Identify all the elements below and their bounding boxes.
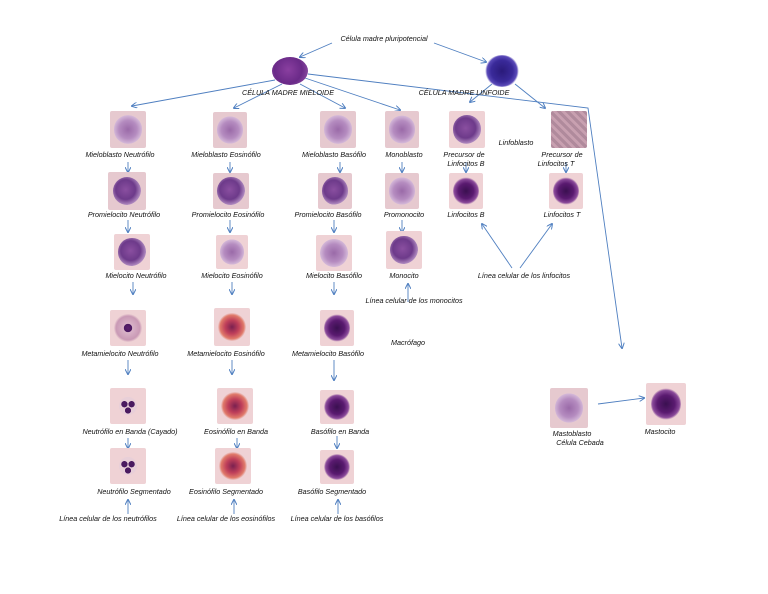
label-linfocitos-b: Linfocitos B (447, 210, 485, 219)
label-mielocito-eosinofilo: Mielocito Eosinófilo (201, 271, 263, 280)
label-precursor-t-1: Precursor de (541, 150, 583, 159)
cell-mieloblasto-basofilo (320, 111, 356, 148)
cell-neutrofilo-banda (110, 388, 146, 424)
label-mieloblasto-neutrofilo: Mieloblasto Neutrófilo (85, 150, 155, 159)
cell-mielocito-basofilo (316, 235, 352, 271)
arrow-l-lineT (519, 224, 552, 269)
label-precursor-b-2: Linfocitos B (447, 159, 485, 168)
myeloid-stem-cell (272, 57, 308, 85)
label-neutrofilo-segmentado: Neutrófilo Segmentado (97, 487, 171, 496)
cell-promonocito (385, 173, 419, 209)
arrow-mast (597, 398, 644, 405)
lymphoid-stem-label: CÉLULA MADRE LINFOIDE (418, 88, 510, 97)
cell-basofilo-banda (320, 390, 354, 424)
label-mielocito-basofilo: Mielocito Basófilo (306, 271, 362, 280)
label-eosinofilo-segmentado: Eosinófilo Segmentado (189, 487, 263, 496)
cell-mieloblasto-eosinofilo (213, 112, 247, 148)
arrow-myeloid-to-mono (304, 77, 400, 110)
cell-neutrofilo-segmentado (110, 448, 146, 484)
label-monocito: Monocito (389, 271, 419, 280)
cell-linfocitos-t (549, 173, 583, 209)
label-linea-linfocitos: Línea celular de los linfocitos (477, 271, 571, 280)
label-neutrofilo-banda: Neutrófilo en Banda (Cayado) (82, 427, 178, 436)
label-mastoblasto: Mastoblasto (552, 429, 592, 438)
arrow-myeloid-to-mast (307, 73, 622, 348)
label-mastocito: Mastocito (644, 427, 676, 436)
cell-precursor-linfocitos-b (449, 111, 485, 148)
title-label: Célula madre pluripotencial (340, 34, 428, 43)
label-precursor-b-1: Precursor de (443, 150, 485, 159)
label-linea-eosinofilos: Línea celular de los eosinófilos (176, 514, 276, 523)
label-linfoblasto: Linfoblasto (498, 138, 534, 147)
arrow-title-to-lymphoid (433, 42, 486, 62)
label-mieloblasto-basofilo: Mieloblasto Basófilo (302, 150, 366, 159)
label-linfocitos-t: Linfocitos T (543, 210, 581, 219)
label-linea-monocitos: Línea celular de los monocitos (365, 296, 463, 305)
label-precursor-t-2: Linfocitos T (537, 159, 575, 168)
cell-mielocito-neutrofilo (114, 234, 150, 270)
cell-monocito (386, 231, 422, 269)
label-metamielocito-basofilo: Metamielocito Basófilo (292, 349, 364, 358)
cell-metamielocito-eosinofilo (214, 308, 250, 346)
label-promonocito: Promonocito (383, 210, 425, 219)
lymphoid-stem-cell (484, 55, 520, 87)
cell-promielocito-neutrofilo (108, 172, 146, 210)
label-linea-neutrofilos: Línea celular de los neutrófilos (59, 514, 157, 523)
label-basofilo-banda: Basófilo en Banda (310, 427, 370, 436)
label-promielocito-basofilo: Promielocito Basófilo (294, 210, 362, 219)
cell-mieloblasto-neutrofilo (110, 111, 146, 148)
cell-mastocito (646, 383, 686, 425)
cell-basofilo-segmentado (320, 450, 354, 484)
label-mielocito-neutrofilo: Mielocito Neutrófilo (105, 271, 167, 280)
label-promielocito-neutrofilo: Promielocito Neutrófilo (87, 210, 161, 219)
label-promielocito-eosinofilo: Promielocito Eosinófilo (191, 210, 265, 219)
cell-monoblasto (385, 111, 419, 148)
myeloid-stem-label: CÉLULA MADRE MIELOIDE (242, 88, 334, 97)
label-linea-basofilos: Línea celular de los basófilos (290, 514, 384, 523)
cell-promielocito-basofilo (318, 173, 352, 209)
label-basofilo-segmentado: Basófilo Segmentado (297, 487, 367, 496)
cell-eosinofilo-banda (217, 388, 253, 424)
cell-mastoblasto (550, 388, 588, 428)
label-metamielocito-neutrofilo: Metamielocito Neutrófilo (81, 349, 159, 358)
label-celula-cebada: Célula Cebada (556, 438, 604, 447)
cell-precursor-linfocitos-t (551, 111, 587, 148)
arrow-l-lineB (482, 224, 513, 269)
cell-promielocito-eosinofilo (213, 173, 249, 209)
arrow-lymphoid-to-preB (470, 83, 493, 102)
arrow-myeloid-to-baso (299, 83, 345, 108)
arrow-myeloid-to-neutro (132, 79, 276, 106)
arrow-myeloid-to-eosino (234, 83, 283, 108)
cell-metamielocito-basofilo (320, 310, 354, 346)
label-macrofago: Macrófago (391, 338, 425, 347)
label-mieloblasto-eosinofilo: Mieloblasto Eosinófilo (191, 150, 261, 159)
label-metamielocito-eosinofilo: Metamielocito Eosinófilo (187, 349, 265, 358)
arrow-title-to-myeloid (300, 42, 333, 57)
cell-mielocito-eosinofilo (216, 235, 248, 269)
label-eosinofilo-banda: Eosinófilo en Banda (204, 427, 268, 436)
arrow-lymphoid-to-preT (514, 83, 545, 108)
cell-metamielocito-neutrofilo (110, 310, 146, 346)
cell-eosinofilo-segmentado (215, 448, 251, 484)
cell-linfocitos-b (449, 173, 483, 209)
label-monoblasto: Monoblasto (385, 150, 423, 159)
arrows (128, 42, 644, 514)
